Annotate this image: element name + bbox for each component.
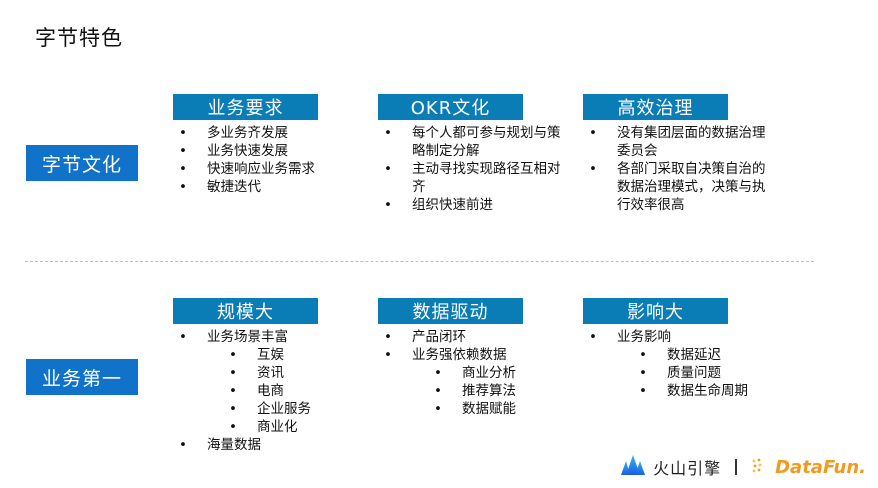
list-item: 数据生命周期 — [583, 382, 793, 400]
column-large-scale: 规模大 业务场景丰富 互娱 资讯 电商 企业服务 商业化 海量数据 — [173, 298, 383, 454]
bullet-list: 业务场景丰富 互娱 资讯 电商 企业服务 商业化 海量数据 — [173, 328, 383, 454]
bullet-list: 产品闭环 业务强依赖数据 商业分析 推荐算法 数据赋能 — [378, 328, 588, 418]
bullet-list: 业务影响 数据延迟 质量问题 数据生命周期 — [583, 328, 793, 400]
list-item: 质量问题 — [583, 364, 793, 382]
footer-logos: 火山引擎 DataFun. — [621, 455, 866, 479]
column-header: 数据驱动 — [378, 298, 523, 324]
list-item: 业务强依赖数据 — [378, 346, 588, 364]
list-item: 企业服务 — [173, 400, 383, 418]
list-item: 业务快速发展 — [173, 142, 383, 160]
list-item: 敏捷迭代 — [173, 178, 383, 196]
list-item: 主动寻找实现路径互相对齐 — [378, 160, 563, 196]
volcano-mountain-icon — [621, 455, 646, 479]
datafun-logo-text: DataFun. — [775, 456, 866, 478]
column-header: 规模大 — [173, 298, 318, 324]
list-item: 业务影响 — [583, 328, 793, 346]
column-efficient-governance: 高效治理 没有集团层面的数据治理委员会 各部门采取自决策自治的数据治理模式，决策… — [583, 94, 778, 214]
list-item: 业务场景丰富 — [173, 328, 383, 346]
list-item: 商业分析 — [378, 364, 588, 382]
list-item: 没有集团层面的数据治理委员会 — [583, 124, 778, 160]
column-header: OKR文化 — [378, 94, 523, 120]
column-business-requirements: 业务要求 多业务齐发展 业务快速发展 快速响应业务需求 敏捷迭代 — [173, 94, 383, 196]
bullet-list: 多业务齐发展 业务快速发展 快速响应业务需求 敏捷迭代 — [173, 124, 383, 196]
row-label-business-first: 业务第一 — [26, 359, 138, 395]
column-header: 业务要求 — [173, 94, 318, 120]
bullet-list: 没有集团层面的数据治理委员会 各部门采取自决策自治的数据治理模式，决策与执行效率… — [583, 124, 778, 214]
list-item: 推荐算法 — [378, 382, 588, 400]
page-title: 字节特色 — [35, 26, 123, 50]
list-item: 海量数据 — [173, 436, 383, 454]
list-item: 数据延迟 — [583, 346, 793, 364]
list-item: 多业务齐发展 — [173, 124, 383, 142]
dots-icon — [751, 457, 767, 477]
column-data-driven: 数据驱动 产品闭环 业务强依赖数据 商业分析 推荐算法 数据赋能 — [378, 298, 588, 418]
list-item: 互娱 — [173, 346, 383, 364]
list-item: 每个人都可参与规划与策略制定分解 — [378, 124, 563, 160]
list-item: 数据赋能 — [378, 400, 588, 418]
list-item: 各部门采取自决策自治的数据治理模式，决策与执行效率很高 — [583, 160, 778, 214]
bullet-list: 每个人都可参与规划与策略制定分解 主动寻找实现路径互相对齐 组织快速前进 — [378, 124, 563, 214]
column-header: 高效治理 — [583, 94, 728, 120]
logo-separator — [735, 459, 738, 475]
list-item: 电商 — [173, 382, 383, 400]
volcengine-logo-text: 火山引擎 — [653, 459, 722, 478]
row-label-culture: 字节文化 — [26, 145, 138, 181]
column-big-impact: 影响大 业务影响 数据延迟 质量问题 数据生命周期 — [583, 298, 793, 400]
list-item: 组织快速前进 — [378, 196, 563, 214]
list-item: 资讯 — [173, 364, 383, 382]
section-divider — [25, 261, 814, 262]
column-header: 影响大 — [583, 298, 728, 324]
list-item: 商业化 — [173, 418, 383, 436]
list-item: 快速响应业务需求 — [173, 160, 383, 178]
column-okr-culture: OKR文化 每个人都可参与规划与策略制定分解 主动寻找实现路径互相对齐 组织快速… — [378, 94, 563, 214]
list-item: 产品闭环 — [378, 328, 588, 346]
